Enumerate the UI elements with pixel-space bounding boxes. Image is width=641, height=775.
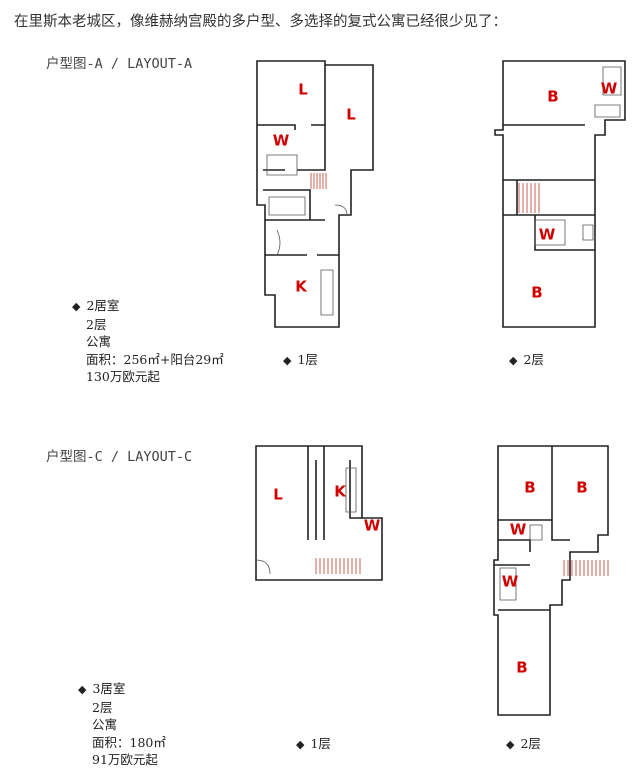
layout-a-floor1-label-text: 1层 xyxy=(297,352,318,367)
layout-c-floor2-room-label: B xyxy=(516,659,527,677)
layout-c-floor2-label-text: 2层 xyxy=(520,736,541,751)
layout-a-specs: ◆ 2居室 2层 公寓 面积：256㎡+阳台29㎡ 130万欧元起 xyxy=(72,297,224,386)
layout-a-floor1-room-label: K xyxy=(295,278,308,296)
layout-c-floor1-stairs xyxy=(315,558,361,574)
layout-a-floor1-plan: L L W K xyxy=(256,60,374,328)
layout-a-floor2-walls xyxy=(494,60,626,328)
layout-c-spec-floors: 2层 xyxy=(92,699,113,715)
layout-a-floor1-room-label: L xyxy=(298,81,308,99)
layout-c-floor1-room-label: K xyxy=(334,483,347,501)
layout-a-floor2-room-label: B xyxy=(547,88,558,106)
layout-c-floor1-plan: L K W xyxy=(255,445,383,581)
layout-c-floor2-room-label: B xyxy=(576,479,587,497)
intro-text: 在里斯本老城区，像维赫纳宫殿的多户型、多选择的复式公寓已经很少见了： xyxy=(14,14,507,30)
layout-c-floor1-label-text: 1层 xyxy=(310,736,331,751)
layout-a-floor2-label-text: 2层 xyxy=(523,352,544,367)
layout-a-spec-price: 130万欧元起 xyxy=(86,369,160,384)
layout-a-spec-text: 2居室 xyxy=(86,298,120,313)
layout-c-floor2-stairs xyxy=(563,560,609,576)
layout-a-floor2-room-label: W xyxy=(601,80,618,98)
diamond-bullet-icon: ◆ xyxy=(283,354,292,367)
diamond-bullet-icon: ◆ xyxy=(506,738,515,751)
layout-a-floor1-room-label: W xyxy=(273,132,290,150)
layout-c-heading: 户型图-C / LAYOUT-C xyxy=(46,449,193,465)
layout-a-spec-type: 公寓 xyxy=(86,334,112,349)
layout-c-specs: ◆ 3居室 2层 公寓 面积：180㎡ 91万欧元起 xyxy=(78,680,166,769)
layout-c-floor1-room-label: W xyxy=(364,517,381,535)
layout-a-floor2-label: ◆ 2层 xyxy=(509,349,544,368)
layout-a-spec-bedrooms: ◆ 2居室 xyxy=(72,297,224,316)
layout-c-floor2-room-label: W xyxy=(502,573,519,591)
diamond-bullet-icon: ◆ xyxy=(78,683,87,696)
layout-c-floor2-room-label: W xyxy=(510,521,527,539)
layout-c-spec-bedrooms: ◆ 3居室 xyxy=(78,680,166,699)
layout-a-floor1-walls xyxy=(256,60,374,328)
layout-c-floor2-plan: B B W W B xyxy=(493,445,609,716)
diamond-bullet-icon: ◆ xyxy=(296,738,305,751)
layout-a-floor2-stairs xyxy=(518,183,540,213)
layout-c-floor2-walls xyxy=(493,445,609,716)
layout-c-floor1-room-label: L xyxy=(273,486,283,504)
layout-a-floor1-label: ◆ 1层 xyxy=(283,349,318,368)
layout-a-heading: 户型图-A / LAYOUT-A xyxy=(46,56,193,72)
layout-a-spec-floors: 2层 xyxy=(86,316,107,332)
layout-a-floor1-room-label: L xyxy=(346,106,356,124)
layout-a-floor2-room-label: W xyxy=(539,226,556,244)
layout-c-spec-area: 面积：180㎡ xyxy=(92,734,166,750)
layout-c-floor1-label: ◆ 1层 xyxy=(296,733,331,752)
diamond-bullet-icon: ◆ xyxy=(72,300,81,313)
layout-c-spec-price: 91万欧元起 xyxy=(92,752,158,767)
layout-c-floor2-room-label: B xyxy=(524,479,535,497)
layout-c-floor2-label: ◆ 2层 xyxy=(506,733,541,752)
layout-c-spec-type: 公寓 xyxy=(92,717,118,732)
layout-c-spec-text: 3居室 xyxy=(92,681,126,696)
layout-a-floor2-plan: B W W B xyxy=(494,60,626,328)
layout-c-floor1-walls xyxy=(255,445,383,581)
layout-a-floor2-room-label: B xyxy=(531,284,542,302)
layout-a-spec-area: 面积：256㎡+阳台29㎡ xyxy=(86,351,224,367)
layout-a-floor1-stairs xyxy=(310,173,327,189)
diamond-bullet-icon: ◆ xyxy=(509,354,518,367)
